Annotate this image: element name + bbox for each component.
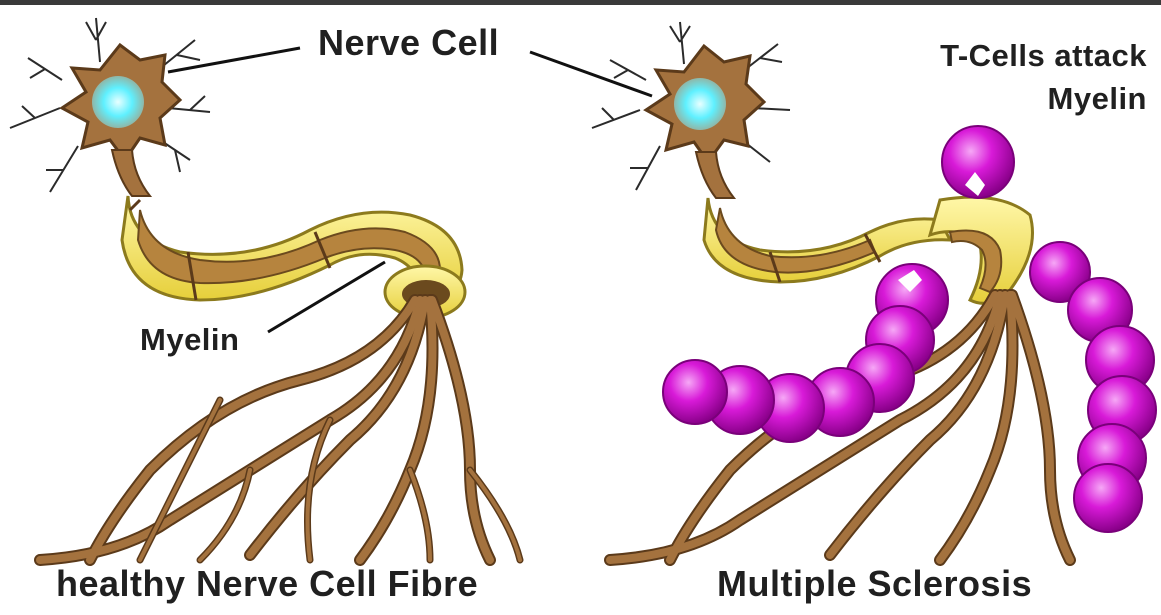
healthy-neuron [10,18,520,560]
label-tcells-line2: Myelin [940,77,1147,120]
label-tcells-attack: T-Cells attack Myelin [940,34,1147,120]
nerve-cell-leader-left [168,48,300,72]
healthy-nucleus [92,76,144,128]
t-cell [1074,464,1142,532]
caption-healthy: healthy Nerve Cell Fibre [56,563,478,605]
healthy-axon-hillock [112,150,150,196]
healthy-axon-terminals [40,300,520,560]
label-myelin: Myelin [140,322,239,358]
label-tcells-line1: T-Cells attack [940,34,1147,77]
caption-ms: Multiple Sclerosis [717,563,1032,605]
ms-nucleus [674,78,726,130]
label-nerve-cell: Nerve Cell [318,22,499,64]
t-cell [663,360,727,424]
